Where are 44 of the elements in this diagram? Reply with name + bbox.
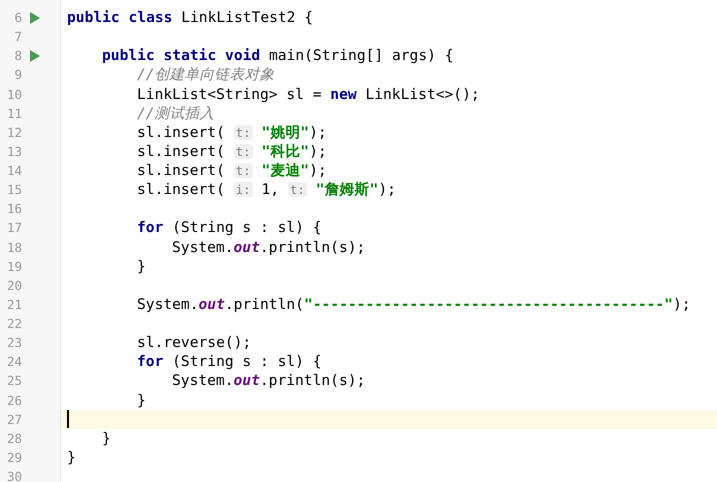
code-line: System.out.println("----------------------------------------"); xyxy=(137,294,691,314)
line-number: 12 xyxy=(6,124,22,142)
line-number: 21 xyxy=(6,296,22,314)
line-number: 27 xyxy=(6,410,22,429)
line-number: 26 xyxy=(6,392,22,410)
code-line: public class LinkListTest2 { xyxy=(67,8,314,27)
code-line: sl.reverse(); xyxy=(137,333,252,352)
line-number: 20 xyxy=(6,276,22,295)
code-line: System.out.println(s); xyxy=(172,238,366,257)
line-number: 30 xyxy=(6,468,22,482)
code-line: } xyxy=(102,428,111,448)
code-line: public static void main(String[] args) { xyxy=(102,46,454,66)
line-number: 25 xyxy=(6,372,22,390)
code-line: } xyxy=(67,448,76,467)
code-line: sl.insert( i: 1, t: "詹姆斯"); xyxy=(137,180,396,200)
line-number: 17 xyxy=(6,219,22,238)
code-comment: //测试插入 xyxy=(137,104,215,123)
line-number: 11 xyxy=(6,104,22,123)
line-number: 14 xyxy=(6,162,22,180)
code-line: sl.insert( t: "姚明"); xyxy=(137,122,327,142)
code-comment: //创建单向链表对象 xyxy=(137,65,275,84)
line-number: 23 xyxy=(6,334,22,352)
line-number: 13 xyxy=(6,142,22,161)
line-number: 9 xyxy=(13,66,22,84)
line-number: 18 xyxy=(6,238,22,257)
line-number: 15 xyxy=(6,181,22,200)
line-number: 10 xyxy=(6,86,22,104)
line-number: 28 xyxy=(6,430,22,448)
line-number: 6 xyxy=(13,9,22,27)
code-line: for (String s : sl) { xyxy=(137,352,322,372)
code-line: } xyxy=(137,256,146,276)
line-number: 16 xyxy=(6,200,22,218)
line-number: 29 xyxy=(6,448,22,467)
line-number: 19 xyxy=(6,258,22,276)
line-number: 8 xyxy=(13,47,22,66)
code-line: System.out.println(s); xyxy=(172,371,366,390)
line-number: 7 xyxy=(13,28,22,46)
code-line: } xyxy=(137,390,146,410)
code-line: for (String s : sl) { xyxy=(137,218,322,238)
code-line: sl.insert( t: "麦迪"); xyxy=(137,161,327,180)
line-number: 24 xyxy=(6,353,22,372)
line-number: 22 xyxy=(6,315,22,334)
code-line: sl.insert( t: "科比"); xyxy=(137,142,327,161)
code-line: LinkList<String> sl = new LinkList<>(); xyxy=(137,84,480,104)
